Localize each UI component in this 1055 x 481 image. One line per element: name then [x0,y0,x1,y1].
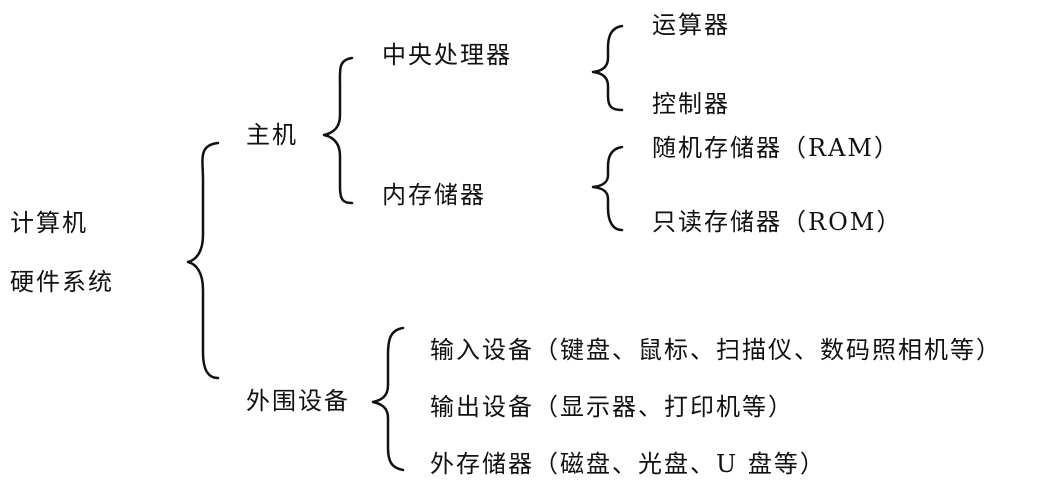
cpu-brace [591,24,624,112]
memory-child-rom: 只读存储器（ROM） [652,208,903,236]
peripherals-brace [371,326,405,472]
peripherals-label: 外围设备 [246,387,350,415]
memory-label: 内存储器 [382,181,486,209]
peripheral-external-storage: 外存储器（磁盘、光盘、U 盘等） [430,450,826,478]
peripheral-input-devices: 输入设备（键盘、鼠标、扫描仪、数码照相机等） [430,336,1002,364]
root-label-line2: 硬件系统 [10,268,114,296]
root-brace [186,141,220,380]
host-label: 主机 [246,121,298,149]
peripheral-output-devices: 输出设备（显示器、打印机等） [430,393,794,421]
root-label-line1: 计算机 [10,209,88,237]
cpu-child-controller: 控制器 [652,90,730,118]
host-brace [322,56,354,205]
cpu-label: 中央处理器 [382,41,512,69]
memory-brace [591,145,624,232]
cpu-child-alu: 运算器 [652,11,730,39]
memory-child-ram: 随机存储器（RAM） [652,134,900,162]
